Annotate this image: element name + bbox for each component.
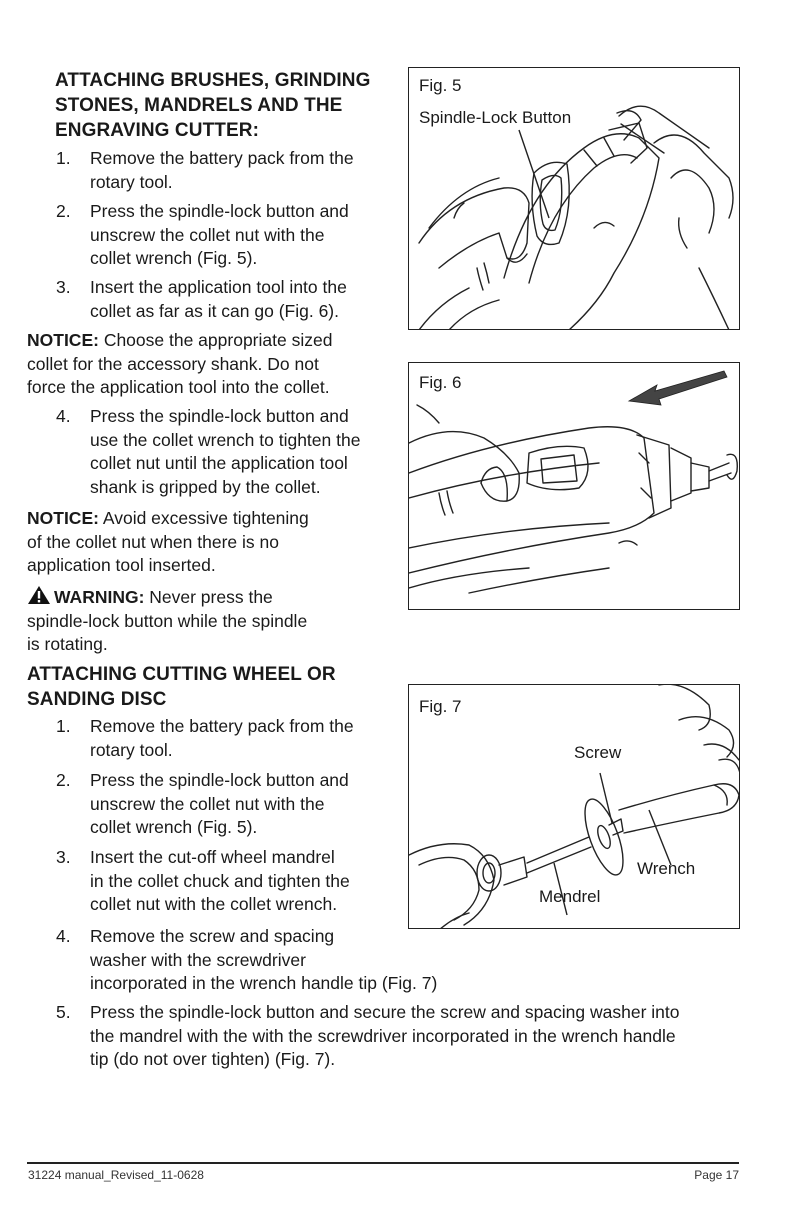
step-number: 3. [56, 847, 71, 867]
notice-line: collet for the accessory shank. Do not [27, 353, 319, 374]
notice-tightening: NOTICE: Avoid excessive tightening of th… [27, 507, 397, 578]
notice-collet-size: NOTICE: Choose the appropriate sized col… [27, 329, 397, 400]
spindle-lock-callout: Spindle-Lock Button [419, 108, 572, 127]
step-5: 5. Press the spindle-lock button and sec… [56, 1001, 756, 1073]
step-line: Press the spindle-lock button and [90, 406, 349, 426]
step-3: 3. Insert the cut-off wheel mandrel in t… [56, 846, 396, 918]
heading-line: ATTACHING CUTTING WHEEL OR [27, 664, 336, 685]
warning-spindle: WARNING: Never press the spindle-lock bu… [27, 585, 397, 657]
notice-line: application tool inserted. [27, 555, 216, 575]
notice-label: NOTICE: [27, 508, 99, 528]
screw-callout: Screw [574, 743, 622, 762]
step-line: Remove the battery pack from the [90, 148, 354, 168]
step-number: 4. [56, 406, 71, 426]
heading-line: SANDING DISC [27, 689, 167, 710]
notice-line: of the collet nut when there is no [27, 531, 279, 552]
step-4: 4. Remove the screw and spacing washer w… [56, 925, 516, 997]
figure-7: Fig. 7 Screw Wrench Mendrel [408, 684, 740, 929]
callout-lines [553, 772, 672, 916]
step-line: collet nut with the collet wrench. [90, 894, 338, 914]
footer-page-number: Page 17 [694, 1168, 739, 1182]
footer-document-id: 31224 manual_Revised_11-0628 [28, 1168, 204, 1182]
step-line: Insert the application tool into the [90, 277, 347, 297]
notice-text: Choose the appropriate sized [98, 330, 333, 350]
step-line: Press the spindle-lock button and [90, 770, 349, 790]
step-number: 5. [56, 1002, 71, 1022]
step-text: Press the spindle-lock button and secure… [90, 1001, 756, 1072]
step-line: in the collet chuck and tighten the [90, 870, 350, 891]
step-1: 1. Remove the battery pack from the rota… [56, 715, 396, 763]
section-heading-cutting-wheel: ATTACHING CUTTING WHEEL OR SANDING DISC [27, 662, 397, 712]
step-line: unscrew the collet nut with the [90, 793, 325, 814]
insert-arrow-icon [627, 370, 728, 406]
callout-line [518, 129, 550, 219]
mandrel-callout: Mendrel [539, 887, 601, 906]
step-1: 1. Remove the battery pack from the rota… [56, 147, 396, 195]
step-text: Press the spindle-lock button and unscre… [90, 769, 349, 840]
warning-text: Never press the [144, 587, 273, 607]
notice-line: NOTICE: Choose the appropriate sized [27, 329, 397, 353]
step-text: Remove the screw and spacing washer with… [90, 925, 520, 996]
warning-line: WARNING: Never press the [27, 585, 397, 610]
step-2: 2. Press the spindle-lock button and uns… [56, 769, 396, 841]
heading-line: STONES, MANDRELS AND THE [55, 95, 343, 116]
step-4: 4. Press the spindle-lock button and use… [56, 405, 401, 501]
heading-line: ENGRAVING CUTTER: [55, 120, 260, 141]
step-line: Insert the cut-off wheel mandrel [90, 847, 335, 867]
step-line: use the collet wrench to tighten the [90, 429, 361, 450]
warning-label: WARNING: [54, 587, 145, 607]
step-line: washer with the screwdriver [90, 949, 306, 970]
warning-line: spindle-lock button while the spindle [27, 610, 308, 631]
warning-triangle-icon [28, 586, 50, 604]
step-text: Press the spindle-lock button and use th… [90, 405, 360, 499]
step-line: Remove the battery pack from the [90, 716, 354, 736]
spindle-lock-illustration [418, 105, 734, 329]
step-3: 3. Insert the application tool into the … [56, 276, 396, 324]
step-line: Press the spindle-lock button and secure… [90, 1002, 680, 1022]
step-line: tip (do not over tighten) (Fig. 7). [90, 1049, 336, 1069]
notice-line: NOTICE: Avoid excessive tightening [27, 507, 397, 531]
section-heading-brushes: ATTACHING BRUSHES, GRINDING STONES, MAND… [55, 68, 395, 143]
figure-label: Fig. 5 [419, 76, 462, 95]
figure-label: Fig. 7 [419, 697, 462, 716]
warning-line: is rotating. [27, 634, 108, 654]
step-line: Remove the screw and spacing [90, 926, 335, 946]
wrench-callout: Wrench [637, 859, 696, 878]
cutting-wheel-illustration [409, 685, 739, 928]
insert-tool-illustration [409, 404, 738, 594]
step-line: the mandrel with the with the screwdrive… [90, 1025, 676, 1046]
step-line: collet as far as it can go (Fig. 6). [90, 300, 339, 321]
step-text: Press the spindle-lock button and unscre… [90, 200, 349, 271]
notice-label: NOTICE: [27, 330, 99, 350]
step-number: 1. [56, 716, 71, 736]
heading-line: ATTACHING BRUSHES, GRINDING [55, 70, 371, 91]
step-text: Remove the battery pack from the rotary … [90, 715, 354, 762]
step-line: rotary tool. [90, 739, 173, 760]
step-line: shank is gripped by the collet. [90, 476, 321, 497]
step-text: Insert the application tool into the col… [90, 276, 347, 323]
step-2: 2. Press the spindle-lock button and uns… [56, 200, 396, 272]
step-number: 1. [56, 148, 71, 168]
step-line: collet wrench (Fig. 5). [90, 248, 258, 268]
step-line: collet wrench (Fig. 5). [90, 817, 258, 837]
step-line: Press the spindle-lock button and [90, 201, 349, 221]
notice-line: force the application tool into the coll… [27, 377, 330, 397]
step-number: 2. [56, 770, 71, 790]
figure-6: Fig. 6 [408, 362, 740, 610]
footer-rule [27, 1162, 739, 1164]
step-line: incorporated in the wrench handle tip (F… [90, 973, 438, 993]
step-text: Insert the cut-off wheel mandrel in the … [90, 846, 350, 917]
figure-label: Fig. 6 [419, 373, 462, 392]
step-line: unscrew the collet nut with the [90, 224, 325, 245]
step-line: collet nut until the application tool [90, 453, 348, 473]
step-text: Remove the battery pack from the rotary … [90, 147, 354, 194]
step-number: 3. [56, 277, 71, 297]
step-line: rotary tool. [90, 171, 173, 192]
figure-5: Fig. 5 Spindle-Lock Button [408, 67, 740, 330]
step-number: 4. [56, 926, 71, 946]
notice-text: Avoid excessive tightening [98, 508, 309, 528]
step-number: 2. [56, 201, 71, 221]
